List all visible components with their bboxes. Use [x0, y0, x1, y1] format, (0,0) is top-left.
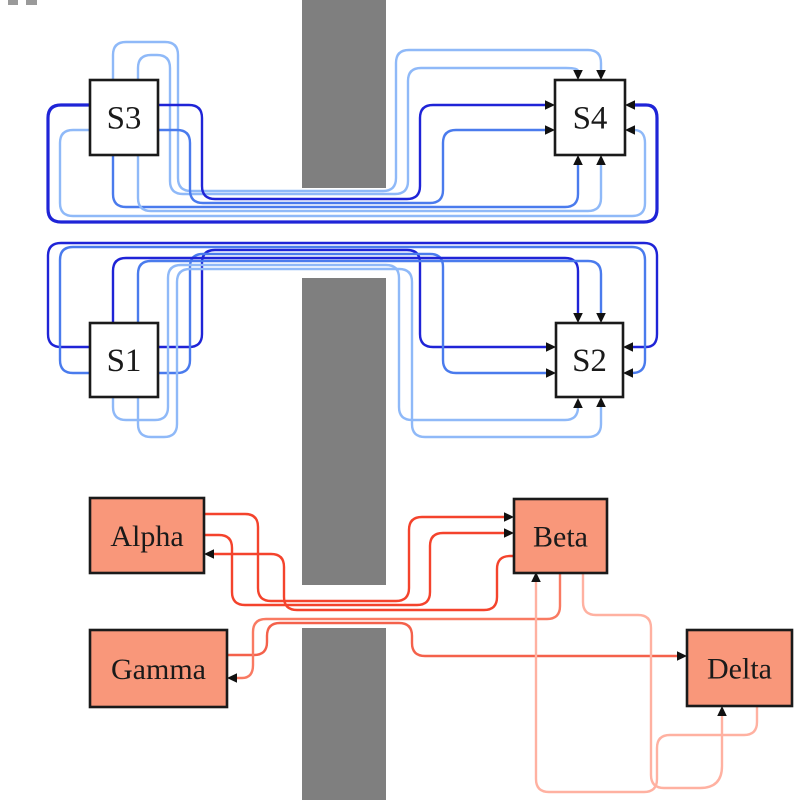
- wire-S3-bottom-2-to-S4-bottom-2: [136, 155, 606, 213]
- wire-S1-left-1-to-S2-right-1: [46, 241, 659, 352]
- wire-Beta-bottom-out-1-to-Gamma-in: [227, 573, 562, 683]
- node-S1: S1: [88, 321, 160, 399]
- wire-layer: [46, 40, 759, 794]
- node-label-Alpha: Alpha: [110, 520, 183, 553]
- wire-S1-right-1-to-S2-left-1: [158, 248, 556, 352]
- wire-S3-top-1-to-S4-top-outer: [111, 40, 606, 193]
- firewall-segment-3: [302, 628, 386, 800]
- wire-S1-top-1-to-S2-top-1: [111, 256, 583, 323]
- node-box-Alpha: [88, 496, 206, 575]
- wire-S1-left-2-to-S2-right-2: [58, 245, 647, 378]
- wire-S3-left-1-to-S4-right-1: [46, 100, 659, 224]
- node-label-Beta: Beta: [533, 521, 588, 554]
- node-Gamma: Gamma: [88, 628, 229, 709]
- node-label-S2: S2: [572, 343, 607, 379]
- cropped-artifact: [8, 0, 37, 5]
- node-Beta: Beta: [512, 497, 609, 575]
- firewall-segment-1: [302, 0, 386, 188]
- wire-S3-bottom-1-to-S4-bottom-1: [111, 155, 583, 209]
- node-S3: S3: [88, 78, 160, 157]
- wire-S3-right-2-to-S4-left-2: [158, 125, 555, 205]
- node-box-Beta: [512, 497, 609, 575]
- wire-S3-top-2-to-S4-top-inner: [136, 53, 583, 196]
- wire-Beta-bottom-out-2-to-Delta-bottom-in: [581, 573, 727, 790]
- wire-Gamma-out-to-Delta-left-in: [227, 621, 687, 661]
- wire-S1-bottom-2-to-S2-bottom-2: [136, 267, 606, 439]
- node-box-S2: [554, 321, 625, 399]
- node-box-S3: [88, 78, 160, 157]
- node-S4: S4: [553, 78, 627, 157]
- node-label-Delta: Delta: [707, 653, 772, 686]
- wire-Beta-out-left-to-Alpha-in: [204, 549, 514, 612]
- firewall-bar: [302, 0, 386, 800]
- firewall-segment-2: [302, 278, 386, 585]
- cropped-artifact-1: [8, 0, 18, 5]
- wire-Alpha-out-2-to-Beta-left-2: [204, 528, 514, 607]
- node-label-S4: S4: [573, 101, 608, 137]
- wire-S1-right-2-to-S2-left-2: [158, 252, 556, 378]
- node-label-Gamma: Gamma: [111, 653, 206, 686]
- node-box-S4: [553, 78, 627, 157]
- wire-Delta-bottom-out-to-Beta-bottom-in: [531, 572, 759, 794]
- node-Alpha: Alpha: [88, 496, 206, 575]
- wire-Alpha-out-1-to-Beta-left-1: [204, 512, 514, 603]
- node-box-Delta: [685, 628, 794, 708]
- node-box-Gamma: [88, 628, 229, 709]
- node-label-S3: S3: [107, 101, 142, 137]
- wire-S1-top-2-to-S2-top-2: [136, 259, 606, 323]
- node-Delta: Delta: [685, 628, 794, 708]
- node-label-S1: S1: [107, 343, 142, 379]
- wire-S3-left-2-to-S4-right-2: [58, 125, 647, 218]
- wire-S3-right-1-to-S4-left-1: [158, 100, 555, 201]
- cropped-artifact-2: [26, 0, 37, 5]
- node-S2: S2: [554, 321, 625, 399]
- node-box-S1: [88, 321, 160, 399]
